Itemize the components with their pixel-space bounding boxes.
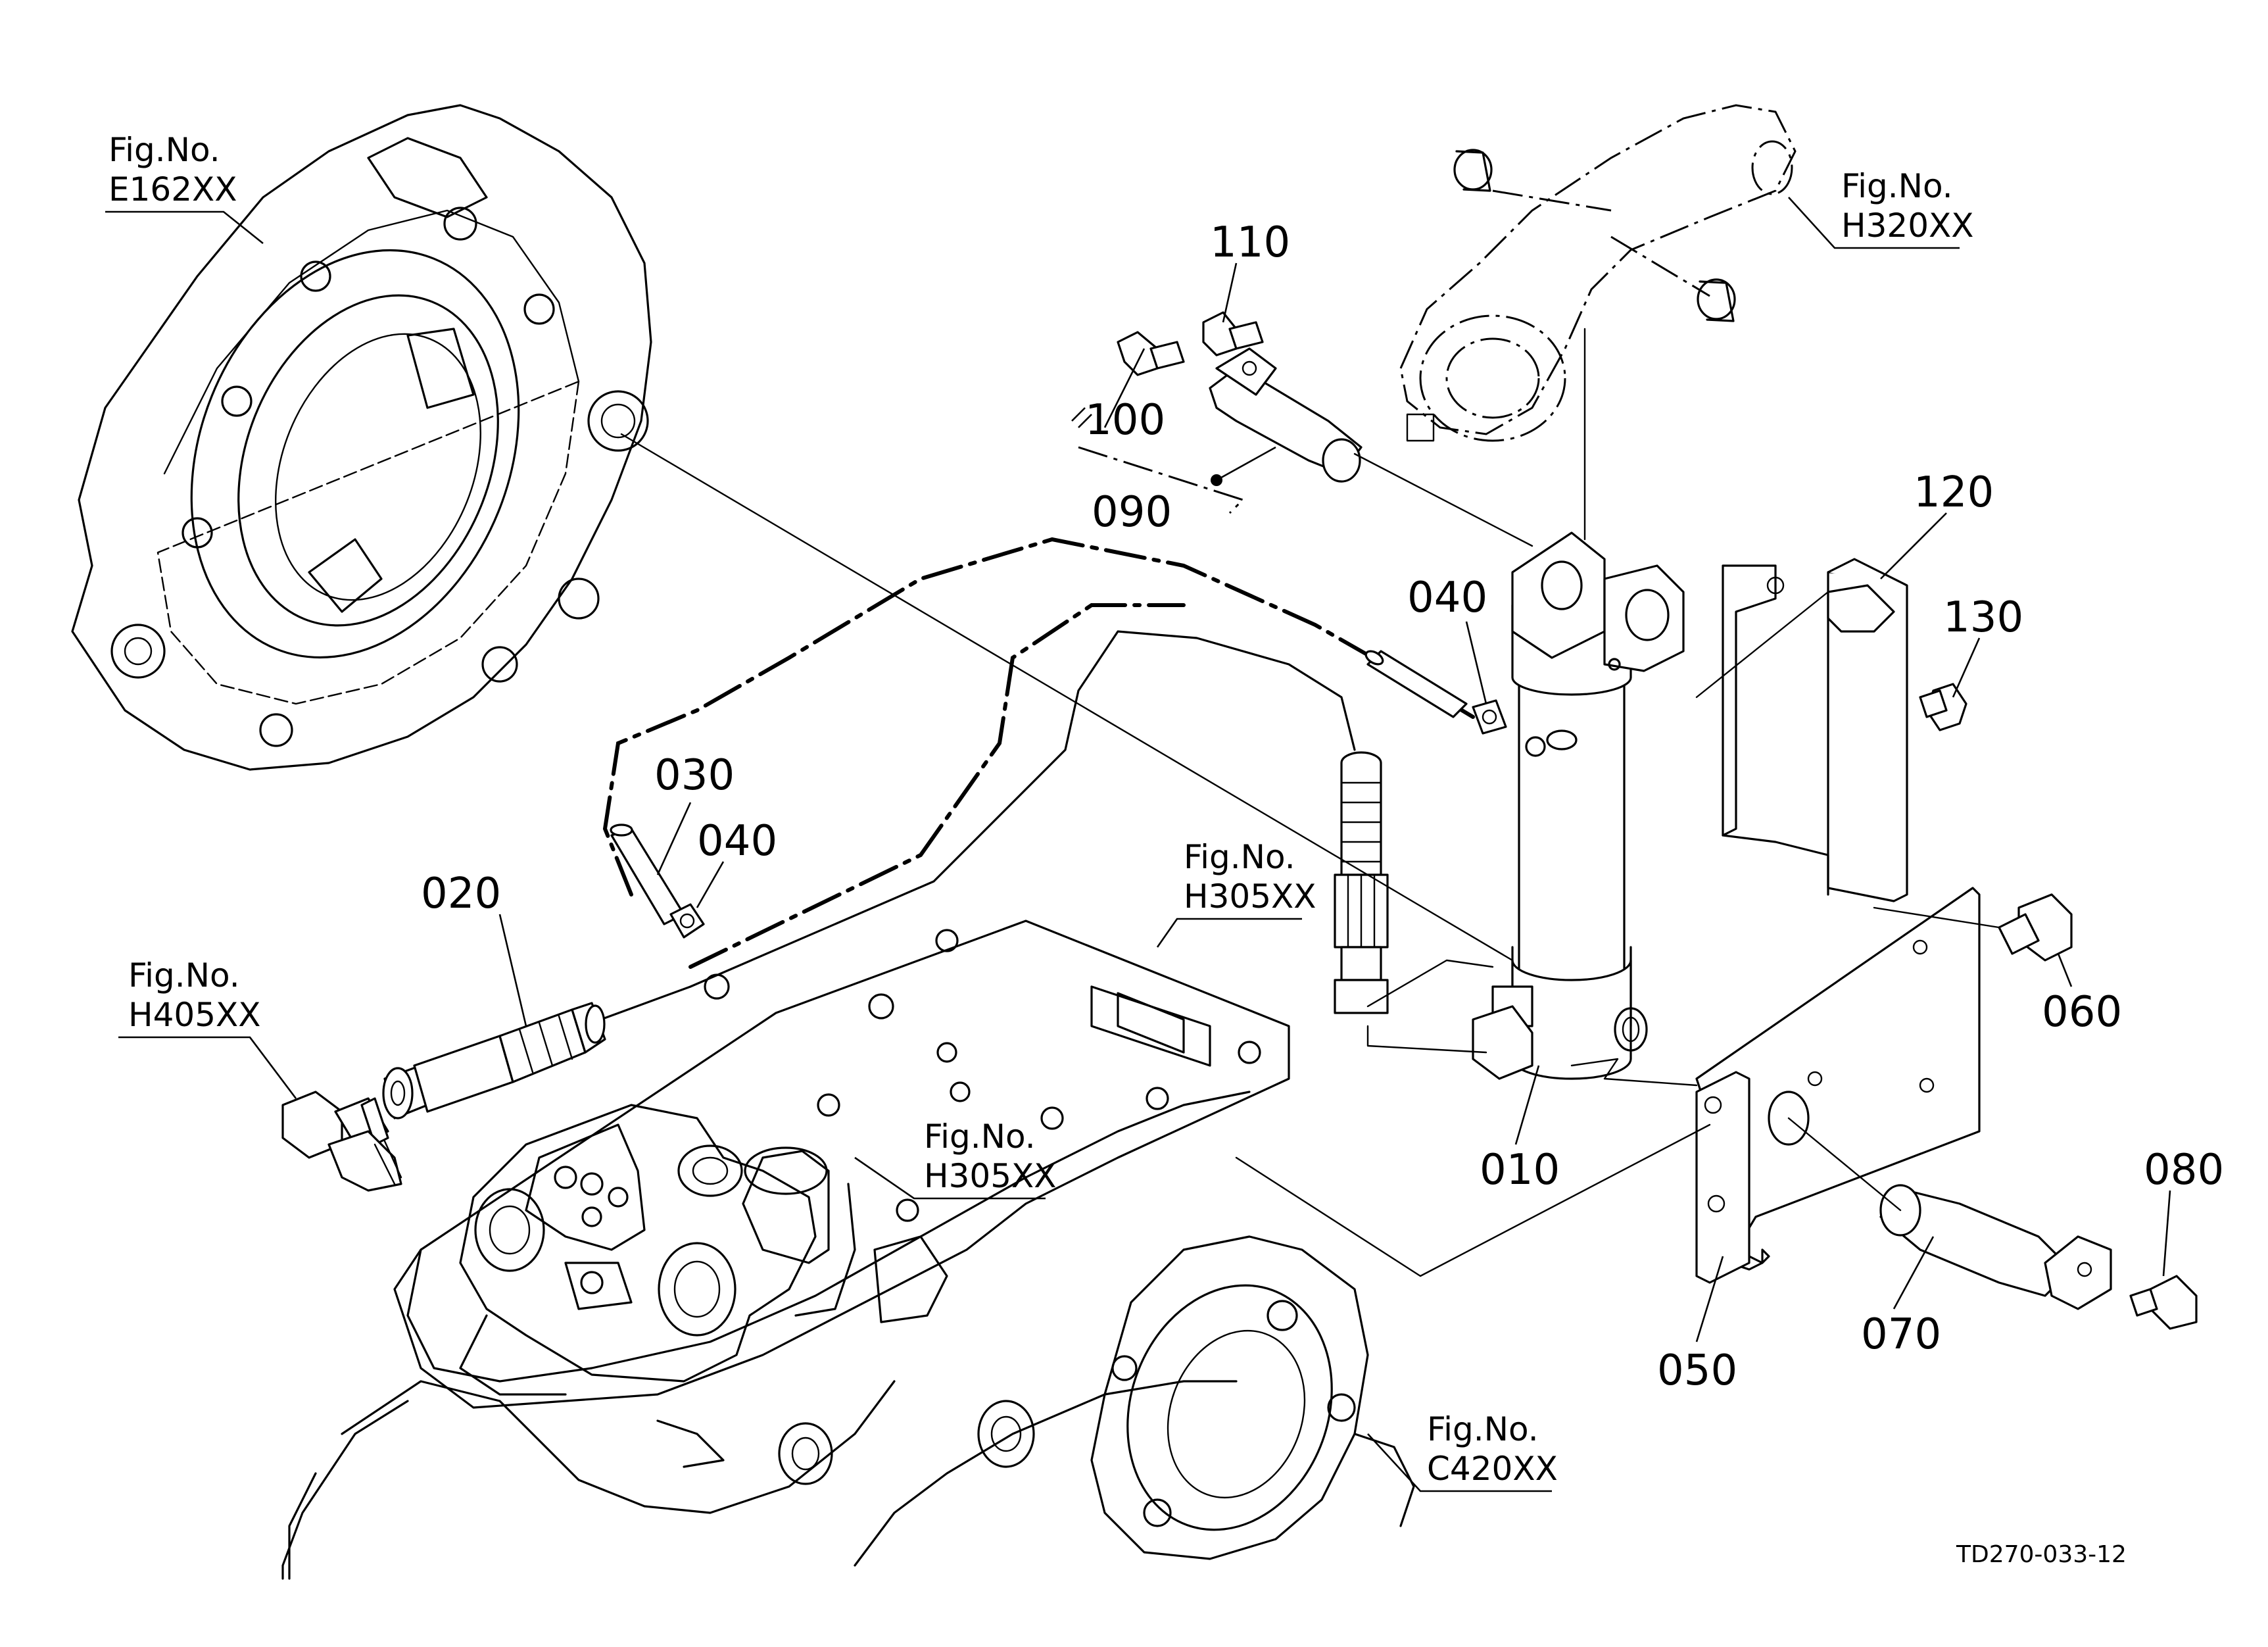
part-label-080: 080	[2144, 1146, 2224, 1194]
part-leaders	[498, 262, 2171, 1342]
hose-clamp-040	[669, 699, 1507, 939]
fig-ref-h405xx: Fig.No. H405XX	[118, 956, 297, 1099]
svg-text:Fig.No.: Fig.No.	[924, 1118, 1036, 1156]
part-label-120: 120	[1914, 468, 1994, 517]
fig-ref-e162xx: Fig.No. E162XX	[105, 131, 264, 245]
part-label-110: 110	[1210, 218, 1290, 267]
part-label-060: 060	[2042, 988, 2122, 1037]
part-label-070: 070	[1861, 1310, 1941, 1359]
part-label-050: 050	[1657, 1346, 1737, 1395]
bracket-120	[1722, 558, 1908, 902]
svg-text:E162XX: E162XX	[109, 170, 237, 209]
front-housing-outline	[71, 104, 652, 771]
svg-text:Fig.No.: Fig.No.	[128, 956, 240, 995]
fig-ref-h305xx-lower: Fig.No. H305XX	[854, 1118, 1057, 1200]
fig-ref-c420xx: Fig.No. C420XX	[1367, 1410, 1558, 1492]
bolt-110	[1202, 311, 1264, 356]
svg-text:C420XX: C420XX	[1427, 1450, 1558, 1488]
svg-text:H305XX: H305XX	[924, 1157, 1057, 1195]
svg-text:Fig.No.: Fig.No.	[1841, 167, 1953, 205]
upper-pin-090	[1209, 347, 1533, 547]
part-label-100: 100	[1085, 396, 1165, 445]
hydraulic-hose-020	[382, 985, 692, 1119]
part-label-040-upper: 040	[1407, 574, 1487, 622]
svg-text:Fig.No.: Fig.No.	[1184, 838, 1295, 876]
bolt-080	[2129, 1275, 2198, 1330]
part-label-040-lower: 040	[697, 817, 777, 866]
fig-ref-h305xx-upper: Fig.No. H305XX	[1156, 838, 1316, 948]
part-labels: 010 020 030 040 040 050 060 070 080 090 …	[421, 218, 2224, 1395]
fig-ref-h320xx: Fig.No. H320XX	[1788, 167, 1974, 249]
svg-text:H305XX: H305XX	[1184, 877, 1316, 916]
svg-text:Fig.No.: Fig.No.	[109, 131, 220, 169]
part-label-020: 020	[421, 870, 501, 918]
bolt-130	[1919, 683, 1967, 731]
svg-text:Fig.No.: Fig.No.	[1427, 1410, 1539, 1448]
drawing-code: TD270-033-12	[1956, 1541, 2127, 1568]
bolt-060	[1998, 893, 2073, 962]
part-label-090: 090	[1092, 488, 1172, 537]
bolt-100	[1117, 331, 1185, 376]
cylinder-hose-fitting	[1334, 751, 1389, 1014]
control-valve-housing	[281, 920, 1415, 1580]
svg-text:H405XX: H405XX	[128, 996, 261, 1034]
pin-070	[1879, 1184, 2112, 1310]
elbow-fitting	[281, 1091, 402, 1192]
part-label-010: 010	[1480, 1146, 1560, 1194]
reference-lines	[620, 328, 2000, 1277]
lift-cylinder-010	[1472, 531, 1685, 1080]
svg-text:H320XX: H320XX	[1841, 207, 1974, 245]
part-label-030: 030	[654, 751, 735, 800]
lift-arm-phantom	[1399, 104, 1797, 442]
part-label-130: 130	[1943, 593, 2023, 642]
